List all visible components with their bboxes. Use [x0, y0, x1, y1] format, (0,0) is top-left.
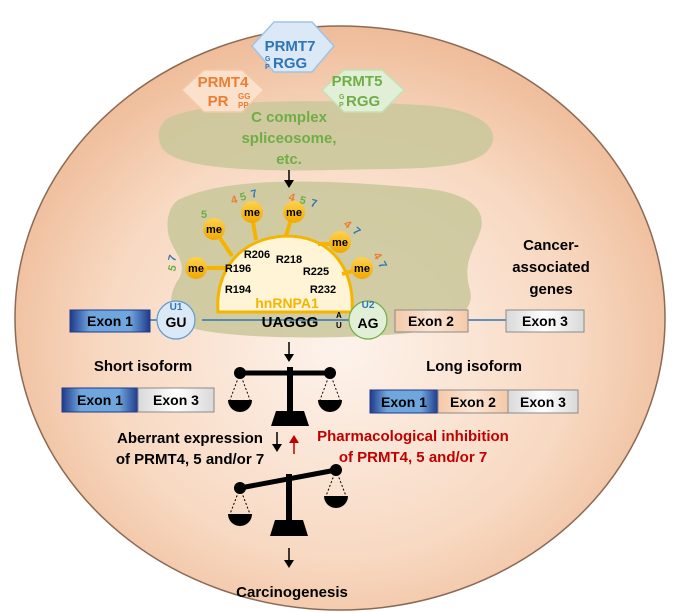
short-isoform-label: Short isoform: [94, 358, 192, 375]
prmt7-name: PRMT7: [265, 38, 316, 55]
prmt4-name: PRMT4: [198, 74, 249, 91]
long-exon3-label: Exon 3: [520, 394, 566, 410]
prmt5-motif-sub: P: [339, 102, 344, 109]
inhibition-arrow-up: [289, 435, 299, 454]
short-exon3: [137, 387, 215, 413]
prmt7-motif-sup: G: [265, 56, 271, 63]
cancer-genes-line3: genes: [529, 281, 572, 298]
arrow-to-outcome: [284, 548, 294, 568]
u1-text: GU: [166, 314, 187, 330]
u2-snrnp: U2 AG: [348, 300, 388, 340]
residue-label: R206: [244, 249, 270, 261]
methyl-label: me: [188, 263, 204, 275]
prmt5-hexagon: PRMT5 G P RGG: [320, 69, 406, 113]
u1-tag: U1: [170, 302, 183, 313]
residue-label: R232: [310, 284, 336, 296]
balanced-scale-icon: [228, 367, 342, 426]
spliceosome-blob: [158, 101, 494, 171]
tag-prmt5: 5: [239, 191, 248, 204]
tag-prmt5: 5: [298, 194, 307, 207]
short-exon3-label: Exon 3: [153, 392, 199, 408]
prmt4-motif-prefix: PR: [208, 93, 229, 110]
protein-label: hnRNPA1: [255, 295, 319, 311]
long-exon2-label: Exon 2: [450, 394, 496, 410]
motif-sup: A: [336, 311, 342, 320]
prmt7-hexagon: PRMT7 G P RGG: [251, 21, 335, 73]
u1-snrnp: U1 GU: [156, 300, 196, 340]
tag-prmt5: 5: [166, 264, 179, 273]
residue-label: R218: [276, 254, 302, 266]
prmt4-hexagon: PRMT4 PR GG PP: [180, 69, 266, 113]
arrow-to-scale: [284, 342, 294, 362]
residue-label: R194: [225, 284, 252, 296]
prmt7-motif: RGG: [273, 55, 307, 72]
aberrant-arrow-down: [272, 432, 282, 452]
methyl-label: me: [354, 263, 370, 275]
prmt5-motif: RGG: [346, 93, 380, 110]
prmt4-motif-sup: GG: [238, 92, 250, 101]
prmt5-motif-sup: G: [339, 94, 345, 101]
u2-tag: U2: [362, 300, 375, 311]
arrow-to-protein: [284, 170, 294, 188]
residue-label: R196: [225, 263, 251, 275]
inhibition-line2: of PRMT4, 5 and/or 7: [339, 449, 487, 466]
tipped-scale-icon: [228, 464, 348, 536]
tag-prmt7: 7: [309, 197, 318, 210]
short-exon1-label: Exon 1: [77, 392, 123, 408]
methyl-label: me: [286, 207, 302, 219]
long-isoform-label: Long isoform: [426, 358, 522, 375]
tag-prmt4: 4: [287, 191, 297, 204]
residue-label: R225: [303, 266, 329, 278]
methyl-label: me: [332, 237, 348, 249]
residue-labels: R206 R218 R196 R225 R194 R232 hnRNPA1: [225, 249, 336, 311]
cancer-genes-line2: associated: [512, 259, 590, 276]
tag-prmt5: 5: [201, 209, 207, 221]
methyl-sites: me me me me me me: [185, 201, 373, 279]
aberrant-line2: of PRMT4, 5 and/or 7: [116, 451, 264, 468]
exon3-top-label: Exon 3: [522, 313, 568, 329]
tag-prmt7: 7: [250, 188, 259, 201]
exon1-top: [69, 309, 151, 333]
outcome-label: Carcinogenesis: [236, 584, 348, 601]
inhibition-line1: Pharmacological inhibition: [317, 428, 509, 445]
tag-prmt4: 4: [230, 193, 240, 206]
u2-text: AG: [358, 315, 379, 331]
methyl-label: me: [244, 207, 260, 219]
long-exon3: [507, 389, 579, 414]
prmt5-name: PRMT5: [332, 73, 383, 90]
prmt7-motif-sub: P: [265, 64, 270, 71]
tag-prmt7: 7: [166, 254, 179, 263]
cancer-genes-line1: Cancer-: [523, 237, 579, 254]
long-exon1-label: Exon 1: [381, 394, 427, 410]
methyl-label: me: [206, 224, 222, 236]
motif-seq: UAGGG: [262, 314, 319, 331]
spliceosome-line1: C complex: [251, 109, 328, 126]
aberrant-line1: Aberrant expression: [117, 430, 263, 447]
prmt4-motif-sub: PP: [238, 101, 249, 110]
exon3-top: [505, 309, 585, 333]
exon2-top: [394, 309, 469, 333]
spliceosome-line2: spliceosome,: [241, 130, 336, 147]
exon2-top-label: Exon 2: [408, 313, 454, 329]
tag-prmt7: 7: [375, 260, 388, 271]
motif-sub: U: [336, 321, 342, 330]
exon1-top-label: Exon 1: [87, 313, 133, 329]
spliceosome-line3: etc.: [276, 151, 302, 168]
